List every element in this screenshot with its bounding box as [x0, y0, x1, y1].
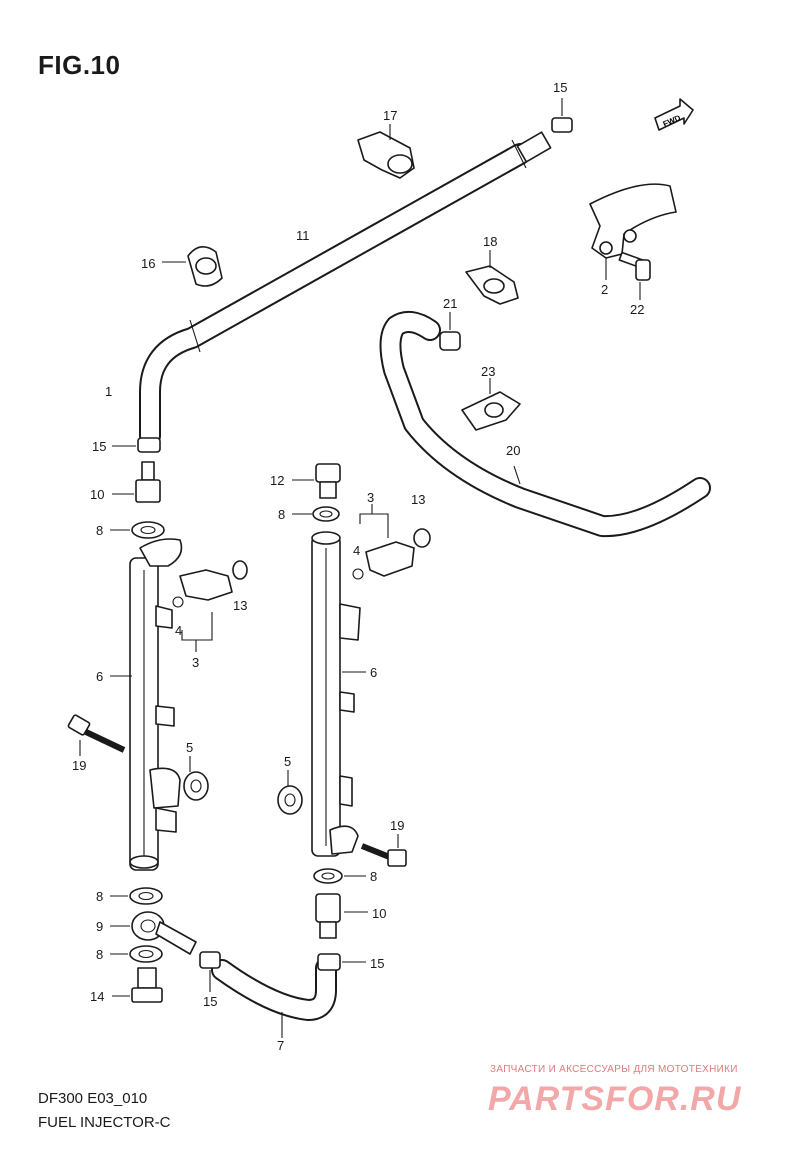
- injector-left-icon: [172, 560, 248, 652]
- clip-17-icon: [357, 124, 415, 179]
- callout-15: 15: [370, 956, 384, 971]
- washer-icon: [110, 521, 165, 539]
- hose-20: [379, 310, 711, 538]
- bolt-19-right-icon: [360, 834, 407, 867]
- callout-3: 3: [192, 655, 199, 670]
- callout-19: 19: [390, 818, 404, 833]
- fitting-10-right-icon: [315, 893, 368, 939]
- collar-5-left-icon: [183, 756, 209, 801]
- callout-5: 5: [186, 740, 193, 755]
- callout-15: 15: [203, 994, 217, 1009]
- collar-5-right-icon: [277, 770, 303, 815]
- bracket-2-icon: [589, 183, 677, 280]
- clip-16-icon: [162, 246, 223, 287]
- figure-code: DF300 E03_010: [38, 1090, 148, 1107]
- watermark-tagline: ЗАПЧАСТИ И АКСЕССУАРЫ ДЛЯ МОТОТЕХНИКИ: [490, 1064, 738, 1075]
- clamp-15-bottom-right-icon: [317, 953, 366, 971]
- callout-19: 19: [72, 758, 86, 773]
- callout-8: 8: [370, 869, 377, 884]
- injector-right-icon: [352, 504, 431, 580]
- callout-21: 21: [443, 296, 457, 311]
- callout-13: 13: [233, 598, 247, 613]
- delivery-pipe-right-icon: [311, 531, 366, 857]
- washer-icon: [110, 945, 163, 963]
- bolt-12-icon: [292, 463, 341, 499]
- clamp-21-icon: [439, 312, 461, 351]
- callout-13: 13: [411, 492, 425, 507]
- bolt-19-left-icon: [67, 714, 126, 756]
- forward-arrow-icon: FWD: [654, 98, 694, 131]
- callout-8: 8: [96, 889, 103, 904]
- callout-10: 10: [90, 487, 104, 502]
- callout-4: 4: [175, 623, 182, 638]
- hose-11: [139, 131, 552, 447]
- callout-18: 18: [483, 234, 497, 249]
- callout-4: 4: [353, 543, 360, 558]
- callout-14: 14: [90, 989, 104, 1004]
- callout-11: 11: [296, 228, 310, 243]
- clip-23-icon: [461, 378, 521, 431]
- callout-6: 6: [96, 669, 103, 684]
- bolt-22-icon: [618, 251, 651, 300]
- callout-1: 1: [105, 384, 112, 399]
- watermark-logo[interactable]: PARTSFOR.RU: [488, 1080, 742, 1118]
- figure-title: FIG.10: [38, 50, 121, 80]
- callout-20: 20: [506, 443, 520, 458]
- callout-12: 12: [270, 473, 284, 488]
- callout-2: 2: [601, 282, 608, 297]
- callout-15: 15: [553, 80, 567, 95]
- bolt-14-icon: [112, 967, 163, 1003]
- washer-icon: [110, 887, 163, 905]
- callout-7: 7: [277, 1038, 284, 1053]
- callout-8: 8: [96, 947, 103, 962]
- clip-18-icon: [465, 250, 519, 305]
- callout-5: 5: [284, 754, 291, 769]
- hose-clamp-icon: [551, 98, 573, 133]
- clamp-15-left-icon: [112, 437, 161, 453]
- clamp-15-bottom-left-icon: [199, 951, 221, 992]
- banjo-fitting-9-icon: [110, 911, 197, 955]
- delivery-pipe-left-icon: [110, 538, 183, 871]
- callout-6: 6: [370, 665, 377, 680]
- washer-icon: [292, 506, 340, 522]
- callout-8: 8: [96, 523, 103, 538]
- callout-8: 8: [278, 507, 285, 522]
- callout-17: 17: [383, 108, 397, 123]
- callout-10: 10: [372, 906, 386, 921]
- fitting-10-left-icon: [112, 461, 161, 503]
- hose-7: [211, 957, 337, 1038]
- callout-9: 9: [96, 919, 103, 934]
- washer-icon: [313, 868, 366, 884]
- figure-name: FUEL INJECTOR-C: [38, 1114, 171, 1131]
- callout-16: 16: [141, 256, 155, 271]
- callout-3: 3: [367, 490, 374, 505]
- callout-15: 15: [92, 439, 106, 454]
- callout-23: 23: [481, 364, 495, 379]
- callout-22: 22: [630, 302, 644, 317]
